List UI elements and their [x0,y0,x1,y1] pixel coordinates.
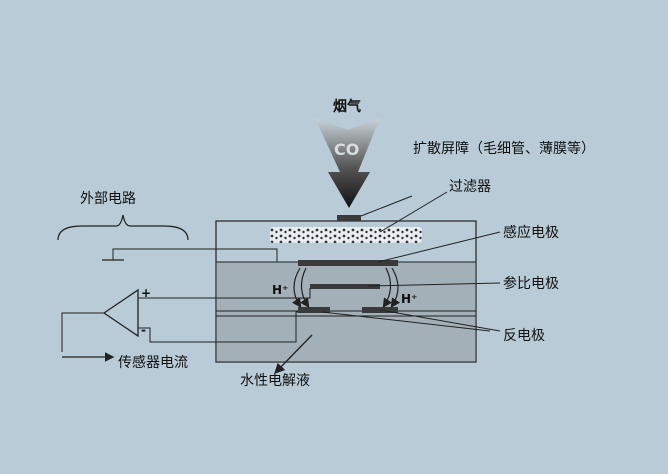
filter-layer [270,227,422,243]
reference-electrode-label: 参比电极 [503,275,559,292]
diffusion-barrier-label: 扩散屏障（毛细管、薄膜等） [413,140,595,157]
electrolyte-label: 水性电解液 [240,373,310,389]
sensing-electrode [298,260,398,266]
co-arrow [315,118,380,208]
filter-label: 过滤器 [449,179,491,195]
minus-sign: - [141,323,146,337]
smoke-label: 烟气 [333,98,361,115]
op-amp [102,288,139,338]
external-circuit-brace [57,214,189,241]
proton-right-label: H⁺ [401,292,417,306]
plus-sign: + [141,286,151,300]
proton-left-label: H⁺ [272,283,288,297]
co-label: CO [334,140,359,159]
sensing-electrode-label: 感应电极 [503,224,559,241]
counter-electrode-label: 反电极 [503,328,545,344]
electrolyte-pointer [274,334,313,374]
external-circuit-label: 外部电路 [80,191,136,207]
diffusion-barrier [337,215,361,221]
counter-electrode-left [298,307,330,313]
sensor-current-label: 传感器电流 [118,354,188,371]
electrolyte-chamber [215,261,477,363]
reference-electrode [310,284,380,289]
